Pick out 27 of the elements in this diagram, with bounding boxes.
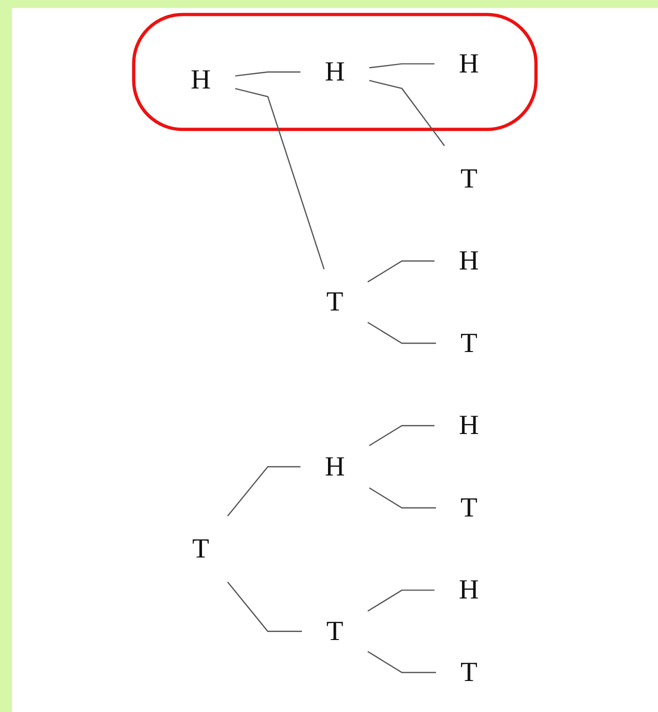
node-text: H [459, 575, 480, 606]
node-text: T [326, 287, 344, 318]
node-text: H [190, 65, 211, 96]
connector [227, 582, 302, 632]
node-text: H [324, 56, 346, 88]
node-text: T [460, 492, 478, 523]
cluster [132, 12, 538, 132]
connector [368, 651, 436, 674]
connector [368, 260, 435, 282]
node-text: T [460, 164, 478, 194]
connector [369, 424, 435, 446]
node-text: H [324, 452, 346, 482]
connector [368, 322, 436, 344]
connector [235, 71, 301, 77]
connector [368, 590, 435, 612]
node-text: T [460, 328, 478, 358]
connector [369, 487, 436, 508]
connector [227, 466, 301, 516]
connector [369, 80, 446, 146]
connector [235, 88, 325, 270]
node-text: H [459, 48, 480, 79]
node-text: H [459, 246, 480, 276]
node-text: T [326, 616, 344, 646]
node-text: H [459, 410, 480, 441]
node-text: T [192, 534, 210, 564]
node-text: T [460, 657, 478, 688]
connector [369, 63, 435, 68]
